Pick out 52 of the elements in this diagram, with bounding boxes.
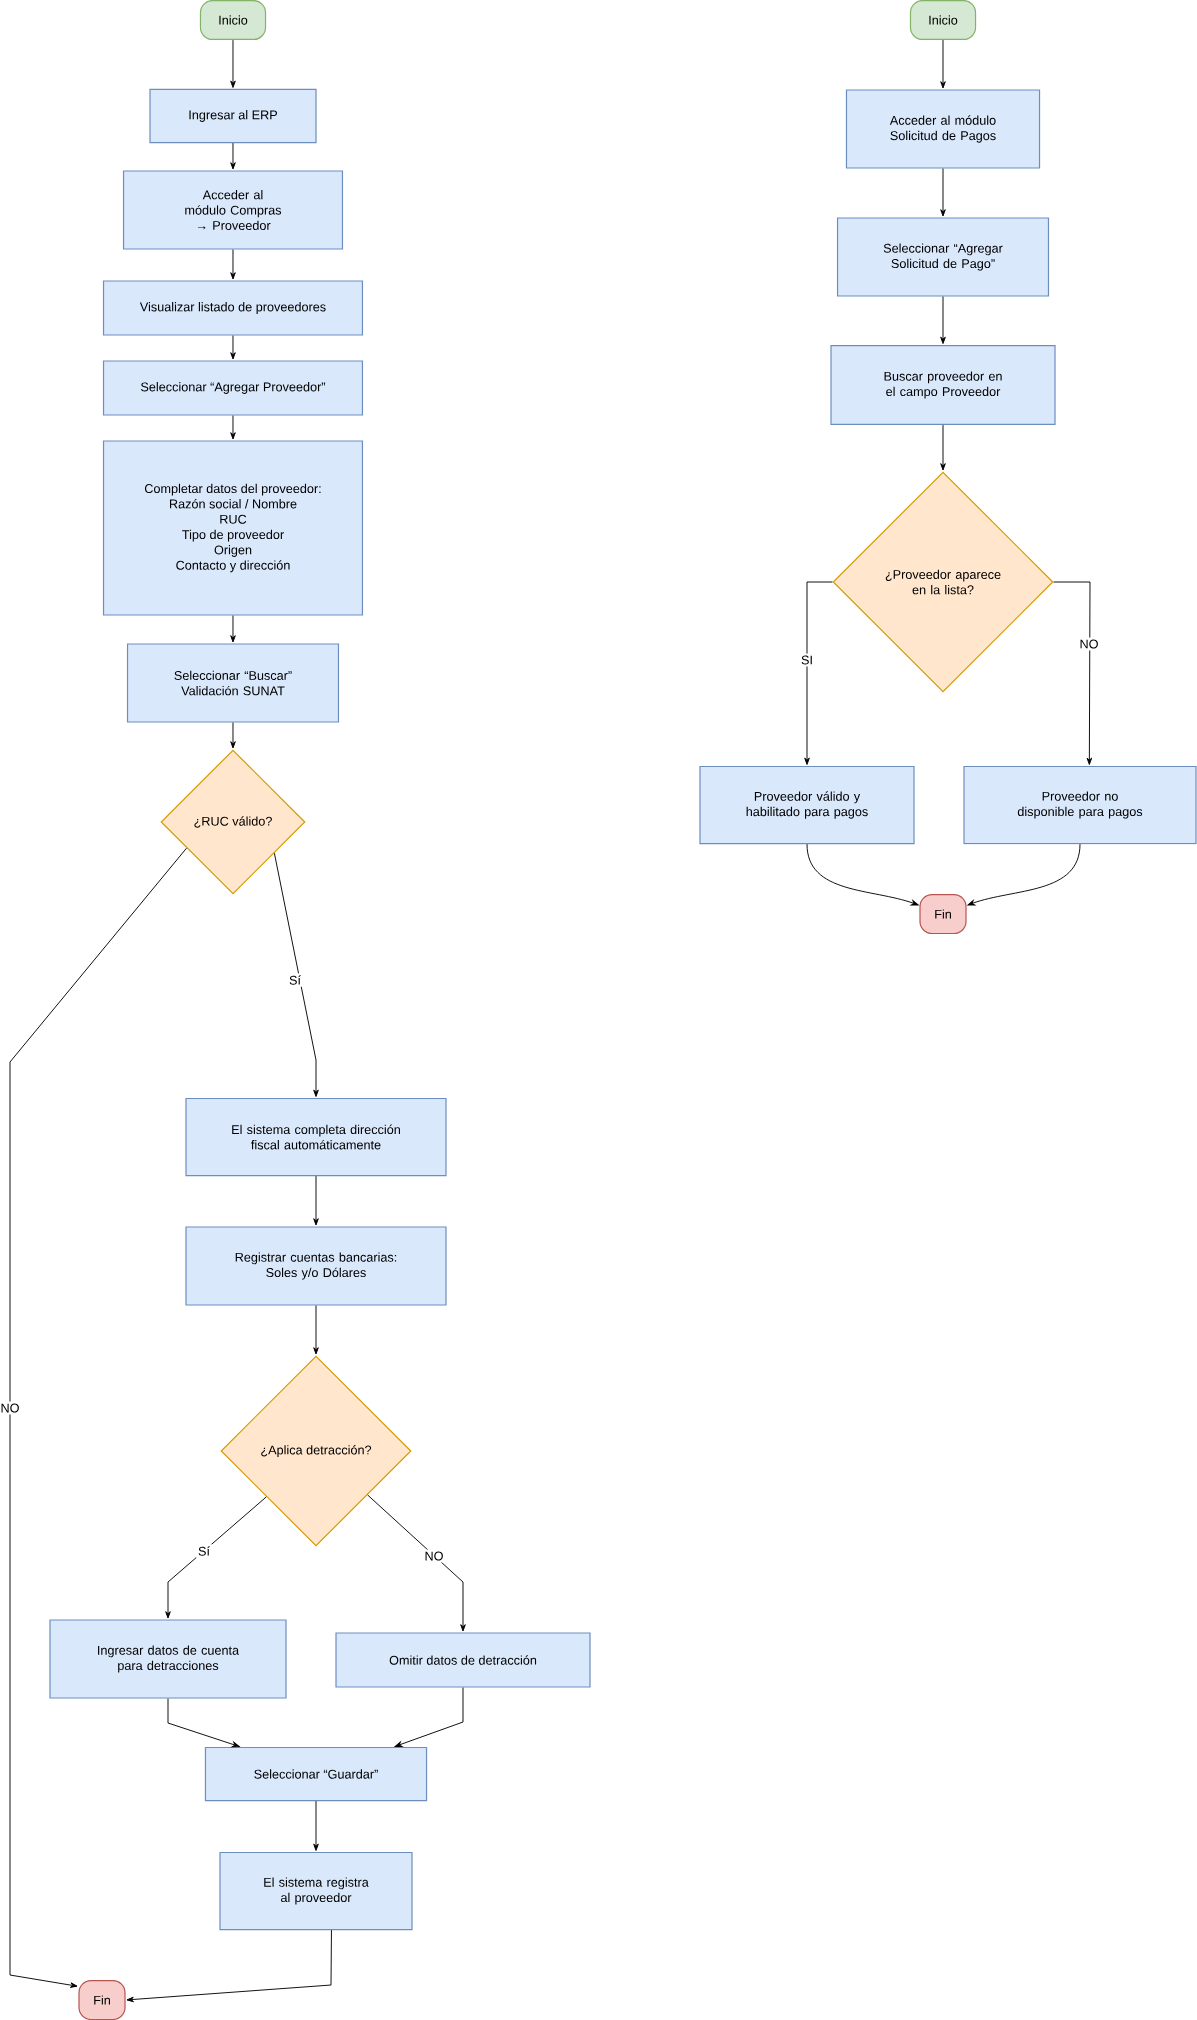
process-box: Acceder al módulo Compras → Proveedor xyxy=(122,170,344,250)
arrow xyxy=(1053,581,1093,765)
process-box: Completar datos del proveedor: Razón social / Nombre RUC Tipo de proveedor Origen Contacto y dirección xyxy=(102,440,364,616)
edge-label: Sí xyxy=(287,973,303,987)
arrow xyxy=(165,1496,267,1619)
arrow xyxy=(940,39,946,89)
arrow xyxy=(967,843,1081,906)
arrow xyxy=(273,852,319,1097)
arrow xyxy=(940,296,946,344)
process-box: Seleccionar “Buscar” Validación SUNAT xyxy=(126,643,340,723)
arrow xyxy=(126,1929,332,2003)
arrow xyxy=(804,581,833,765)
arrow xyxy=(806,843,919,906)
end-terminal: Fin xyxy=(78,1979,126,2020)
process-box: Acceder al módulo Solicitud de Pagos xyxy=(845,89,1041,169)
edge-label: NO xyxy=(0,1401,22,1415)
arrow xyxy=(230,722,236,749)
start-terminal: Inicio xyxy=(909,0,977,41)
edge-label: Sí xyxy=(196,1544,212,1558)
edge-label: NO xyxy=(1077,637,1101,651)
process-box: Ingresar datos de cuenta para detracciones xyxy=(49,1619,287,1699)
arrow xyxy=(230,142,236,170)
arrow xyxy=(313,1175,319,1226)
end-terminal: Fin xyxy=(919,893,967,935)
process-box: Visualizar listado de proveedores xyxy=(102,280,364,336)
process-box: El sistema registra al proveedor xyxy=(219,1851,413,1931)
process-box: Registrar cuentas bancarias: Soles y/o Dólares xyxy=(185,1226,447,1306)
edge-label: NO xyxy=(422,1549,446,1563)
arrow xyxy=(940,168,946,217)
start-terminal: Inicio xyxy=(199,0,267,41)
process-box: Seleccionar “Agregar Proveedor” xyxy=(102,360,364,416)
arrow xyxy=(230,249,236,280)
arrow xyxy=(313,1305,319,1355)
arrow xyxy=(367,1494,466,1632)
arrow xyxy=(230,335,236,360)
process-box: Buscar proveedor en el campo Proveedor xyxy=(830,344,1056,426)
arrow xyxy=(230,39,236,88)
arrow xyxy=(940,424,946,471)
process-box: El sistema completa dirección fiscal automáticamente xyxy=(185,1097,447,1177)
process-box: Seleccionar “Guardar” xyxy=(204,1746,428,1802)
process-box: Ingresar al ERP xyxy=(149,88,317,144)
process-box: Seleccionar “Agregar Solicitud de Pago” xyxy=(836,217,1050,297)
arrow xyxy=(167,1698,240,1748)
arrow xyxy=(313,1800,319,1851)
arrow xyxy=(394,1687,464,1747)
process-box: Proveedor no disponible para pagos xyxy=(963,765,1197,845)
process-box: Proveedor válido y habilitado para pagos xyxy=(699,765,915,845)
arrow xyxy=(9,847,187,1988)
arrow xyxy=(230,615,236,643)
arrow xyxy=(230,415,236,440)
process-box: Omitir datos de detracción xyxy=(335,1632,591,1688)
edge-label: SI xyxy=(799,653,815,667)
